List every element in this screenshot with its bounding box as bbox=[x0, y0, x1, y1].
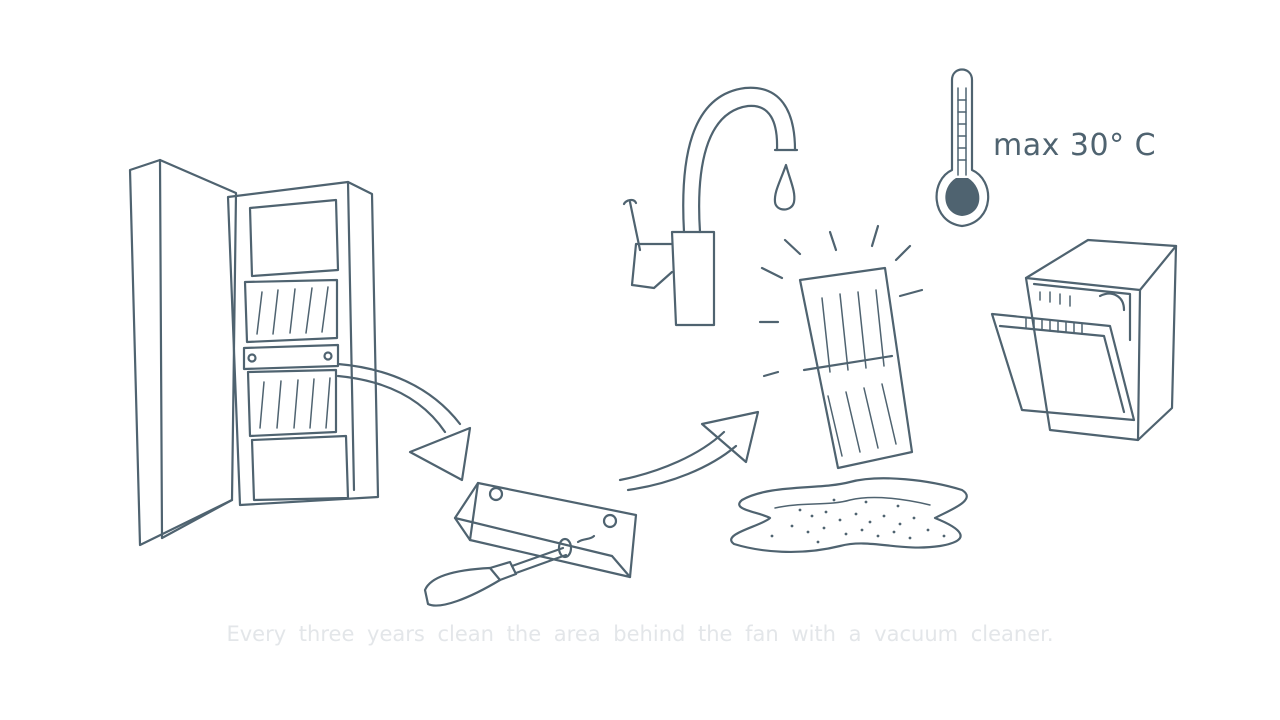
screwdriver-icon bbox=[423, 534, 596, 607]
arrow-right-up-icon bbox=[618, 410, 760, 492]
refrigerator-icon bbox=[128, 158, 380, 547]
arrow-right-down-icon bbox=[336, 362, 472, 482]
max-temperature-label: max 30° C bbox=[993, 128, 1157, 163]
thermometer-icon bbox=[935, 68, 990, 228]
subtitle-caption: Every three years clean the area behind … bbox=[226, 622, 1054, 646]
water-puddle-icon bbox=[730, 477, 968, 553]
water-drop-icon bbox=[773, 163, 796, 211]
sparkle-lines-icon bbox=[758, 224, 924, 378]
dishwasher-icon bbox=[990, 238, 1178, 442]
clean-grille-icon bbox=[798, 266, 914, 470]
fan-cover-plate-icon bbox=[453, 481, 638, 579]
faucet-icon bbox=[622, 86, 799, 327]
